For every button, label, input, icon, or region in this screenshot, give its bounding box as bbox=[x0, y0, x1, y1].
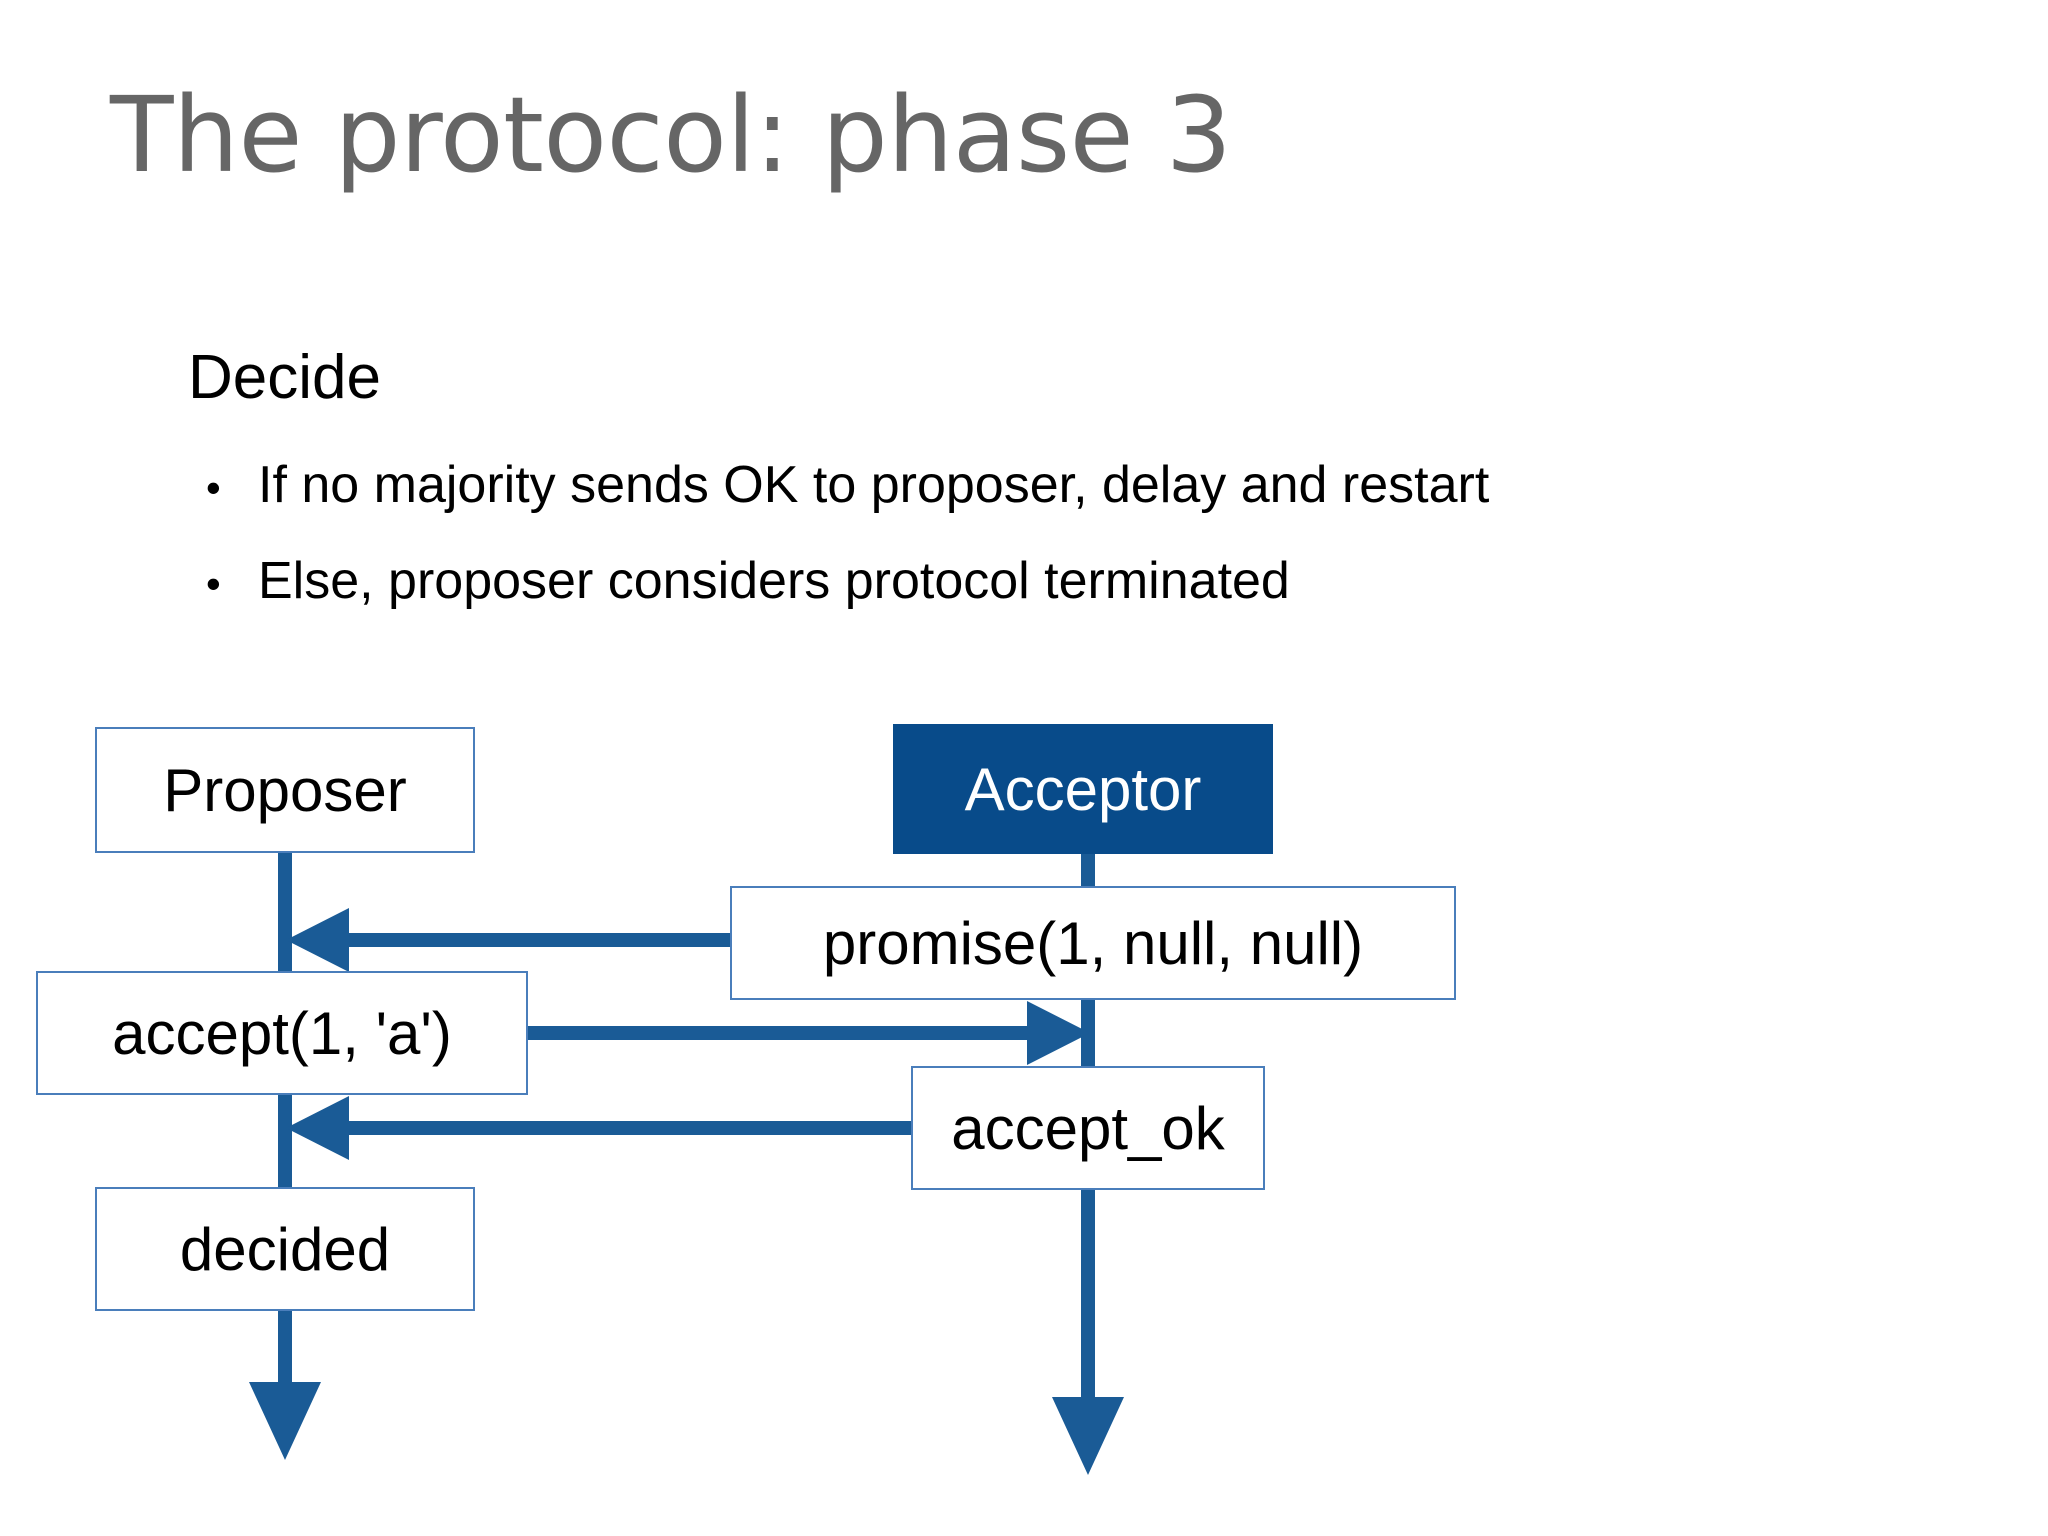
bullet-text: Else, proposer considers protocol termin… bbox=[258, 552, 1290, 610]
proposer-lifeline-arrowhead bbox=[249, 1382, 321, 1460]
message-arrowhead-promise bbox=[286, 908, 349, 972]
bullet-dot-icon: • bbox=[206, 560, 221, 607]
bullet-dot-icon: • bbox=[206, 464, 221, 511]
list-item: • Else, proposer considers protocol term… bbox=[198, 552, 1958, 612]
diagram-box-accept-ok[interactable]: accept_ok bbox=[911, 1066, 1265, 1190]
diagram-box-proposer[interactable]: Proposer bbox=[95, 727, 475, 853]
diagram-box-decided[interactable]: decided bbox=[95, 1187, 475, 1311]
lead-line: Decide bbox=[188, 343, 381, 412]
page-title: The protocol: phase 3 bbox=[110, 74, 1232, 196]
message-arrowhead-accept-ok bbox=[286, 1096, 349, 1160]
acceptor-lifeline-arrowhead bbox=[1052, 1397, 1124, 1475]
diagram-box-accept[interactable]: accept(1, 'a') bbox=[36, 971, 528, 1095]
list-item: • If no majority sends OK to proposer, d… bbox=[198, 456, 1958, 516]
diagram-box-promise[interactable]: promise(1, null, null) bbox=[730, 886, 1456, 1000]
diagram-box-acceptor[interactable]: Acceptor bbox=[893, 724, 1273, 854]
bullet-text: If no majority sends OK to proposer, del… bbox=[258, 456, 1490, 514]
message-arrowhead-accept bbox=[1027, 1001, 1090, 1065]
